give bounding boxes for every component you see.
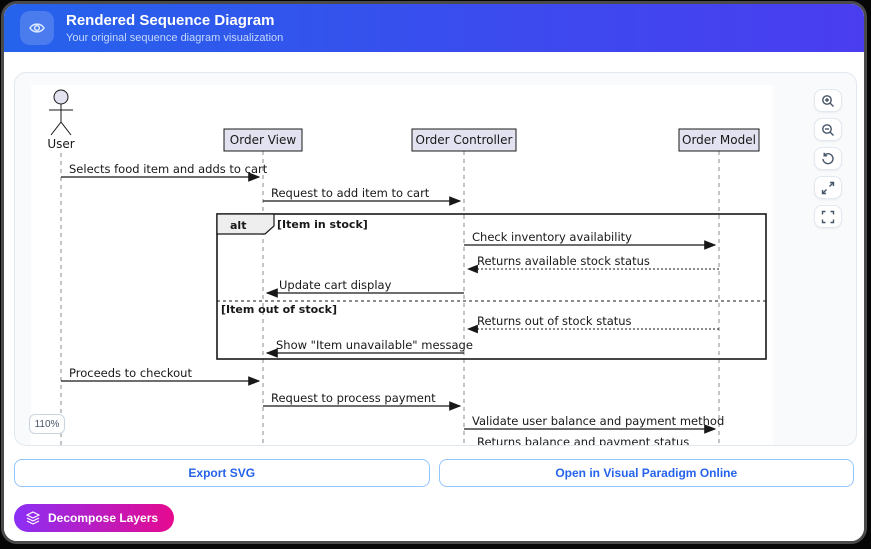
- svg-text:Returns out of stock status: Returns out of stock status: [477, 314, 632, 328]
- svg-text:Validate user balance and paym: Validate user balance and payment method: [472, 414, 724, 428]
- message-6: Returns out of stock status: [466, 314, 719, 334]
- message-3: Check inventory availability: [464, 230, 717, 250]
- page-title: Rendered Sequence Diagram: [66, 12, 275, 29]
- actor-label: User: [47, 137, 74, 151]
- message-8: Proceeds to checkout: [61, 366, 261, 386]
- message-9: Request to process payment: [263, 391, 462, 411]
- svg-text:Request to add item to cart: Request to add item to cart: [271, 186, 430, 200]
- alt-fragment: alt [Item in stock] [Item out of stock]: [216, 213, 767, 360]
- svg-text:Returns balance and payment st: Returns balance and payment status: [477, 435, 689, 446]
- message-2: Request to add item to cart: [263, 186, 462, 206]
- actor-user: User: [47, 89, 75, 151]
- expand-button[interactable]: [814, 176, 842, 199]
- header-icon-box: [20, 11, 54, 45]
- svg-text:Check inventory availability: Check inventory availability: [472, 230, 632, 244]
- zoom-in-button[interactable]: [814, 89, 842, 112]
- participant-label: Order Model: [682, 133, 756, 147]
- open-visual-paradigm-button[interactable]: Open in Visual Paradigm Online: [438, 459, 854, 487]
- message-10: Validate user balance and payment method: [464, 414, 724, 434]
- participant-order-model: Order Model: [678, 128, 760, 152]
- guard-in-stock: [Item in stock]: [277, 218, 368, 231]
- svg-text:Show "Item unavailable" messag: Show "Item unavailable" message: [276, 338, 473, 352]
- expand-icon: [821, 181, 835, 194]
- decompose-layers-button[interactable]: Decompose Layers: [14, 504, 175, 532]
- alt-operator-label: alt: [230, 219, 246, 232]
- sequence-diagram-canvas[interactable]: User Order View Order Controller Order M…: [31, 85, 773, 446]
- zoom-in-icon: [822, 94, 834, 107]
- zoom-out-button[interactable]: [814, 118, 842, 141]
- diagram-viewer-panel: User Order View Order Controller Order M…: [14, 72, 857, 446]
- header: Rendered Sequence Diagram Your original …: [4, 4, 864, 52]
- zoom-out-icon: [822, 123, 834, 136]
- svg-text:Selects food item and adds to: Selects food item and adds to cart: [69, 162, 268, 176]
- fullscreen-button[interactable]: [814, 205, 842, 228]
- reset-view-icon: [822, 152, 834, 164]
- message-5: Update cart display: [265, 278, 464, 298]
- viewer-controls: [814, 89, 842, 228]
- message-11: Returns balance and payment status: [477, 435, 689, 446]
- reset-view-button[interactable]: [814, 147, 842, 170]
- participant-label: Order Controller: [416, 133, 513, 147]
- svg-text:Update cart display: Update cart display: [279, 278, 392, 292]
- svg-text:Request to process payment: Request to process payment: [271, 391, 436, 405]
- decompose-layers-label: Decompose Layers: [48, 511, 159, 525]
- zoom-level-badge: 110%: [29, 414, 65, 434]
- page-subtitle: Your original sequence diagram visualiza…: [66, 32, 284, 44]
- message-1: Selects food item and adds to cart: [61, 162, 268, 182]
- svg-text:Returns available stock status: Returns available stock status: [477, 254, 650, 268]
- alt-operator-pentagon: [216, 213, 275, 235]
- layers-icon: [26, 511, 40, 525]
- eye-icon: [29, 23, 45, 33]
- header-text: Rendered Sequence Diagram Your original …: [66, 12, 283, 44]
- export-svg-button[interactable]: Export SVG: [14, 459, 430, 487]
- footer-button-row: Export SVG Open in Visual Paradigm Onlin…: [14, 459, 854, 487]
- participant-label: Order View: [230, 133, 297, 147]
- message-4: Returns available stock status: [466, 254, 719, 274]
- participant-order-view: Order View: [223, 128, 303, 152]
- content-area: User Order View Order Controller Order M…: [4, 52, 864, 541]
- participant-order-controller: Order Controller: [411, 128, 517, 152]
- message-7: Show "Item unavailable" message: [265, 338, 473, 358]
- fullscreen-icon: [821, 210, 835, 223]
- guard-out-of-stock: [Item out of stock]: [221, 303, 337, 316]
- svg-text:Proceeds to checkout: Proceeds to checkout: [69, 366, 192, 380]
